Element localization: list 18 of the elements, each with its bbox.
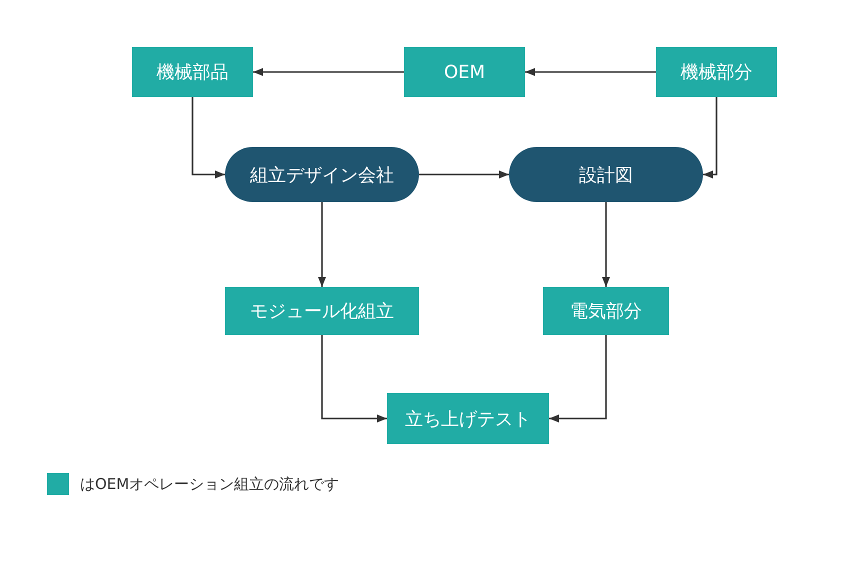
process-box: 機械部分	[656, 47, 777, 97]
arrow	[602, 202, 610, 287]
process-box: 電気部分	[543, 287, 669, 335]
process-box: モジュール化組立	[225, 287, 419, 335]
arrow	[525, 68, 656, 76]
arrow	[549, 335, 607, 422]
arrow	[318, 202, 326, 287]
process-box: 機械部品	[132, 47, 253, 97]
rounded-box: 設計図	[509, 147, 703, 202]
arrow	[321, 335, 387, 422]
rounded-box: 組立デザイン会社	[225, 147, 419, 202]
process-box: 立ち上げテスト	[387, 393, 549, 444]
arrow	[703, 97, 718, 178]
arrow	[192, 97, 225, 178]
arrow	[419, 170, 509, 178]
process-box: OEM	[404, 47, 525, 97]
arrow	[253, 68, 404, 76]
legend-text: はOEMオペレーション組立の流れです	[80, 474, 340, 494]
